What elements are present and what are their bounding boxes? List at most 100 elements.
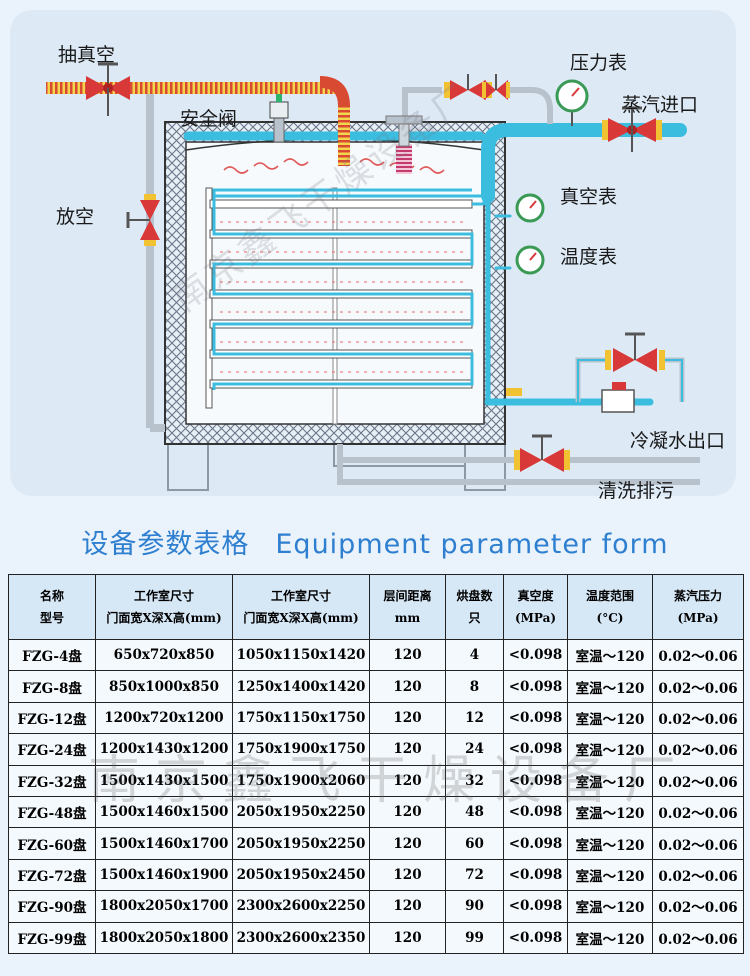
model-cell: FZG-4盘 [8,638,96,672]
label-steam-inlet: 蒸汽进口 [622,94,699,116]
table-cell: 1500x1430x1500 [95,764,233,797]
table-cell: 室温～120 [567,890,653,923]
table-cell: <0.098 [503,921,568,954]
model-cell: FZG-8盘 [8,670,96,703]
table-cell: 2050x1950x2450 [232,858,370,892]
model-cell: FZG-48盘 [8,795,96,829]
shelves [205,187,486,425]
table-cell: 72 [445,858,504,892]
label-condensate-outlet: 冷凝水出口 [630,430,726,452]
column-header: 名称型号 [8,574,96,640]
column-header-line1: 真空度 [517,589,554,603]
table-cell: 120 [369,670,446,703]
table-cell: 2300x2600x2250 [232,890,370,923]
table-cell: 850x1000x850 [95,670,233,703]
safety-valve [269,94,289,143]
table-cell: 1500x1460x1700 [95,827,233,860]
table-cell: 0.02～0.06 [652,858,744,892]
table-cell: 1750x1150x1750 [232,701,370,735]
table-cell: 1750x1900x1750 [232,733,370,766]
table-cell: 1500x1460x1500 [95,795,233,829]
label-safety-valve: 安全阀 [180,108,238,130]
section-title-en: Equipment parameter form [275,529,669,560]
table-cell: <0.098 [503,890,568,923]
table-cell: 室温～120 [567,638,653,672]
column-header-line1: 蒸汽压力 [673,589,722,603]
table-cell: 1800x2050x1700 [95,890,233,923]
table-cell: <0.098 [503,827,568,860]
table-cell: 8 [445,670,504,703]
table-cell: 室温～120 [567,827,653,860]
table-cell: 室温～120 [567,858,653,892]
model-cell: FZG-90盘 [8,890,96,923]
model-cell: FZG-60盘 [8,827,96,860]
table-cell: 1500x1460x1900 [95,858,233,892]
column-header: 工作室尺寸门面宽X深X高(mm) [95,574,233,640]
diagram-panel: 抽真空 安全阀 压力表 蒸汽进口 放空 真空表 温度表 冷凝水出口 清洗排污 南… [10,10,736,502]
column-header: 工作室尺寸门面宽X深X高(mm) [232,574,370,640]
column-header-line2: 只 [468,611,481,625]
model-cell: FZG-24盘 [8,733,96,766]
table-cell: 室温～120 [567,795,653,829]
table-cell: <0.098 [503,638,568,672]
column-header-line2: 门面宽X深X高(mm) [243,611,359,625]
column-header-line2: (°C) [596,611,624,625]
table-cell: 24 [445,733,504,766]
table-cell: <0.098 [503,764,568,797]
table-header-row: 名称型号工作室尺寸门面宽X深X高(mm)工作室尺寸门面宽X深X高(mm)层间距离… [8,574,744,640]
model-cell: FZG-12盘 [8,701,96,735]
column-header-line1: 工作室尺寸 [133,589,194,603]
table-cell: 0.02～0.06 [652,670,744,703]
label-vent: 放空 [56,206,95,228]
table-cell: 0.02～0.06 [652,795,744,829]
model-cell: FZG-72盘 [8,858,96,892]
column-header: 烘盘数只 [445,574,504,640]
table-cell: 1200x1430x1200 [95,733,233,766]
column-header-line2: (MPa) [677,611,719,625]
table-cell: 1800x2050x1800 [95,921,233,954]
gauges [515,79,589,275]
table-cell: 120 [369,921,446,954]
column-header: 层间距离 mm [369,574,446,640]
label-vacuum-pump: 抽真空 [58,44,116,66]
table-cell: 120 [369,858,446,892]
column-header-line2: (MPa) [514,611,557,625]
table-cell: 120 [369,890,446,923]
table-cell: 室温～120 [567,733,653,766]
valves [86,62,665,472]
table-cell: 室温～120 [567,670,653,703]
table-cell: 120 [369,733,446,766]
table-cell: 1050x1150x1420 [232,638,370,672]
table-cell: 0.02～0.06 [652,733,744,766]
table-cell: <0.098 [503,858,568,892]
table-cell: 0.02～0.06 [652,638,744,672]
column-header-line2: mm [394,611,421,625]
table-cell: 120 [369,827,446,860]
column-header-line1: 层间距离 [383,589,432,603]
table-cell: 120 [369,795,446,829]
column-header: 真空度 (MPa) [503,574,568,640]
table-cell: 120 [369,764,446,797]
table-cell: 2300x2600x2350 [232,921,370,954]
label-vacuum-gauge: 真空表 [560,186,618,208]
label-cleaning-drain: 清洗排污 [598,480,675,502]
column-header-line1: 温度范围 [585,589,634,603]
table-cell: 0.02～0.06 [652,827,744,860]
table-cell: 32 [445,764,504,797]
table-cell: 12 [445,701,504,735]
table-cell: 室温～120 [567,921,653,954]
table-cell: 48 [445,795,504,829]
table-cell: 650x720x850 [95,638,233,672]
table-cell: 4 [445,638,504,672]
table-cell: 1200x720x1200 [95,701,233,735]
